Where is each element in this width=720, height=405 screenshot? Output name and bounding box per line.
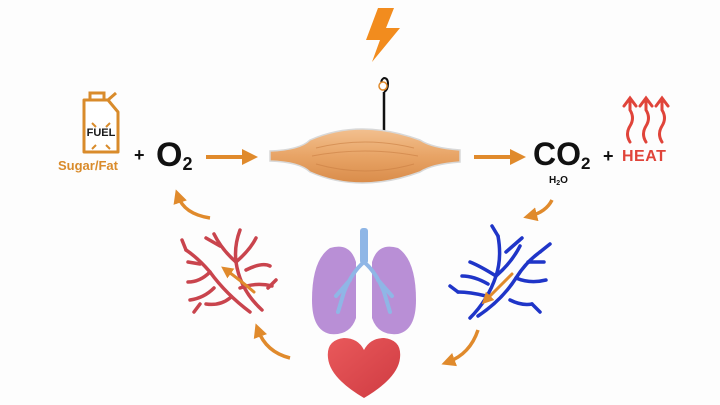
co2-subscript: 2 bbox=[581, 154, 591, 173]
arrow-arteries-to-o2 bbox=[173, 189, 211, 220]
fuel-can-icon: FUEL bbox=[82, 91, 120, 154]
artery-icon bbox=[180, 228, 278, 314]
plus-sign: + bbox=[134, 145, 145, 165]
water-subscript: 2 bbox=[556, 180, 561, 187]
co2-base: CO bbox=[533, 136, 581, 172]
arrow-veins-to-heart bbox=[441, 329, 480, 367]
oxygen-formula: O2 bbox=[156, 135, 192, 184]
lightning-icon bbox=[366, 8, 400, 62]
oxygen-base: O bbox=[156, 136, 183, 174]
lungs-icon bbox=[312, 228, 416, 335]
water-o: O bbox=[560, 175, 568, 186]
plus-sign: + bbox=[603, 146, 614, 166]
oxygen-subscript: 2 bbox=[182, 154, 193, 174]
fuel-label: Sugar/Fat bbox=[58, 158, 118, 173]
fuel-can-text: FUEL bbox=[87, 127, 116, 139]
arrow-heart-to-arteries bbox=[253, 323, 291, 360]
water-h: H bbox=[549, 175, 557, 186]
co2-formula: CO2 bbox=[533, 134, 590, 184]
arrow-muscle-to-veins bbox=[523, 199, 554, 222]
heat-waves-icon bbox=[622, 95, 670, 144]
muscle-icon bbox=[269, 128, 461, 184]
heat-label: HEAT bbox=[622, 148, 667, 165]
water-formula: H2O bbox=[549, 175, 568, 187]
heart-icon bbox=[327, 338, 401, 398]
vein-icon bbox=[448, 224, 552, 320]
